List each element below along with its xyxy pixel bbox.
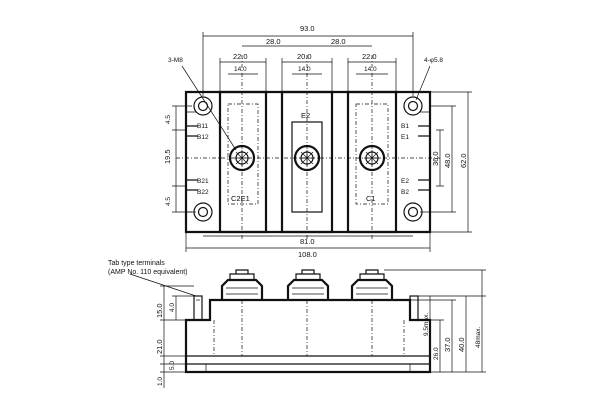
side-dim-1: 1.0 [157, 377, 164, 386]
leader-screw [181, 65, 237, 151]
dim-14-left: 14.0 [234, 66, 247, 73]
top-view: 93.0 28.0 28.0 22.0 20.0 22.0 14.0 14.0 … [163, 24, 472, 259]
dim-line-108 [185, 232, 431, 252]
dim-line-48 [430, 105, 456, 213]
side-dim-4: 4.0 [169, 303, 176, 312]
dim-28-left: 28.0 [266, 37, 281, 46]
label-e2-center: E2 [301, 111, 310, 120]
dim-line-93 [202, 32, 414, 96]
label-b2: B2 [401, 189, 409, 196]
control-tabs-left [186, 125, 198, 191]
dim-81: 81.0 [300, 237, 315, 246]
terminal-housing-left [218, 90, 268, 234]
dim-28-right: 28.0 [331, 37, 346, 46]
label-b22: B22 [197, 189, 209, 196]
dim-4-5-top: 4.5 [165, 115, 172, 124]
mounting-hole-top-left [193, 96, 213, 116]
side-tab-terminal-left [193, 295, 203, 321]
leader-tab-terminal [129, 273, 197, 297]
label-b21: B21 [197, 178, 209, 185]
dim-14-right: 14.0 [364, 66, 377, 73]
side-terminal-tower-right [350, 269, 394, 300]
leader-hole [415, 65, 431, 101]
dim-93: 93.0 [300, 24, 315, 33]
mounting-hole-bottom-left [193, 202, 213, 222]
note-tab-terminals-line2: (AMP No. 110 equivalent) [108, 269, 188, 276]
label-e1: E1 [401, 134, 409, 141]
side-view: Tab type terminals (AMP No. 110 equivale… [108, 260, 486, 388]
side-mounting-bars [205, 364, 411, 372]
side-terminal-tower-left [220, 269, 264, 300]
side-base-line [186, 355, 430, 365]
dim-36: 36.0 [431, 151, 440, 166]
label-b11: B11 [197, 123, 208, 130]
side-inner-dash [213, 300, 405, 356]
dim-22-right: 22.0 [362, 52, 377, 61]
control-tabs-right [418, 125, 430, 191]
side-dim-15: 15.0 [155, 303, 164, 318]
side-dim-26: 26.0 [433, 347, 440, 360]
dim-line-62 [430, 91, 472, 233]
label-c1: C1 [366, 194, 376, 203]
dim-108: 108.0 [298, 250, 317, 259]
side-dim-9-5max: 9.5max. [423, 313, 430, 336]
note-tab-terminals-line1: Tab type terminals [108, 260, 165, 267]
label-b12: B12 [197, 134, 209, 141]
label-c2e1: C2E1 [231, 194, 250, 203]
dim-line-36 [436, 129, 444, 187]
side-dims-left [160, 285, 194, 388]
mounting-hole-top-right [403, 96, 423, 116]
dim-19-5: 19.5 [163, 149, 172, 164]
dim-62: 62.0 [459, 153, 468, 168]
mounting-hole-bottom-right [403, 202, 423, 222]
side-dim-48max: 48max. [475, 326, 482, 348]
dim-22-left: 22.0 [233, 52, 248, 61]
side-tab-terminal-right [409, 295, 419, 321]
side-dim-37: 37.0 [443, 337, 452, 352]
side-base-plate [184, 298, 432, 374]
dim-20-mid: 20.0 [297, 52, 312, 61]
side-dims-right [384, 269, 486, 373]
side-terminal-tower-middle [286, 269, 330, 300]
dim-line-left-vertical [172, 105, 192, 213]
dim-line-22-20-22 [219, 58, 397, 92]
dim-48: 48.0 [443, 153, 452, 168]
inner-outline-left [227, 103, 259, 205]
label-3-m8: 3-M8 [168, 57, 183, 64]
side-dim-40: 40.0 [457, 337, 466, 352]
corner-notch [186, 111, 430, 213]
dim-4-5-bottom: 4.5 [165, 197, 172, 206]
dim-14-mid: 14.0 [298, 66, 311, 73]
side-dim-21: 21.0 [155, 339, 164, 354]
label-4-hole: 4-φ5.8 [424, 57, 443, 64]
label-e2-right: E2 [401, 178, 409, 185]
label-b1: B1 [401, 123, 409, 130]
side-dim-5: 5.0 [169, 361, 176, 370]
